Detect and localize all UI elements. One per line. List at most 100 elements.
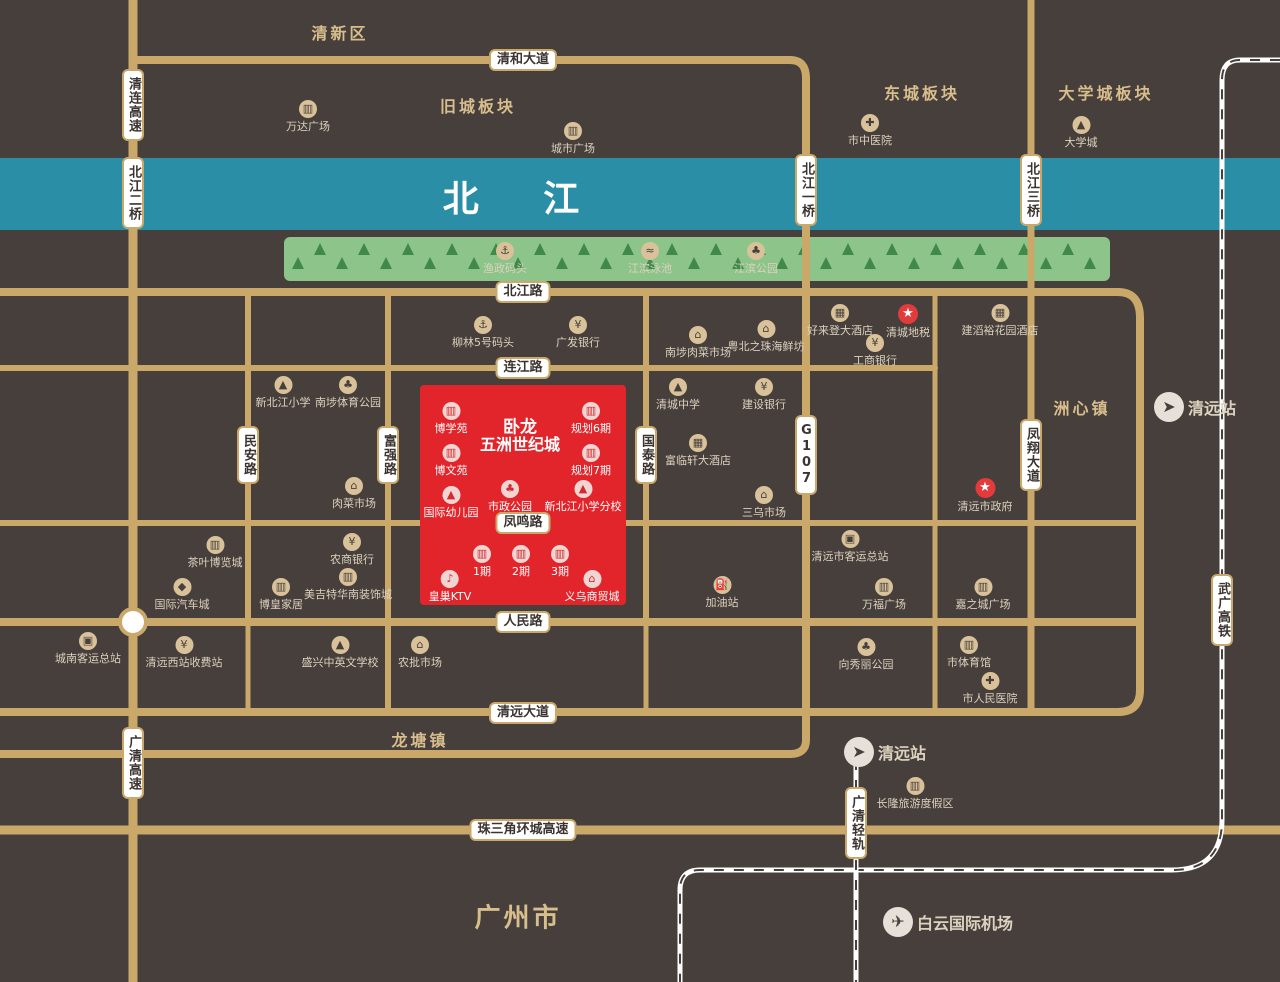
tree-icon <box>468 257 480 269</box>
hotel-icon: ▦ <box>689 434 707 452</box>
road-label: 人民路 <box>495 611 551 633</box>
poi-marker[interactable]: ¥工商银行 <box>853 334 897 367</box>
poi-label: 城南客运总站 <box>55 652 121 665</box>
poi-marker[interactable]: ♣市政公园 <box>488 480 532 513</box>
poi-marker[interactable]: ▣清远市客运总站 <box>812 530 889 563</box>
poi-marker[interactable]: ▥博文苑 <box>435 444 468 477</box>
poi-marker[interactable]: ♣向秀丽公园 <box>839 638 894 671</box>
car-icon: ◆ <box>173 578 191 596</box>
poi-marker[interactable]: ▥博皇家居 <box>259 578 303 611</box>
hotel-icon: ▦ <box>991 304 1009 322</box>
poi-marker[interactable]: ◆国际汽车城 <box>155 578 210 611</box>
station-marker[interactable]: ✈白云国际机场 <box>882 907 1013 937</box>
road-qinghe-avenue <box>0 56 810 758</box>
tree-icon <box>820 257 832 269</box>
building-icon: ▥ <box>551 545 569 563</box>
tree-icon <box>688 257 700 269</box>
poi-marker[interactable]: ⌂南埗肉菜市场 <box>665 326 731 359</box>
poi-marker[interactable]: ▲ 清城中学 <box>656 378 700 411</box>
poi-marker[interactable]: ▥市体育馆 <box>947 636 991 669</box>
poi-marker[interactable]: ⌂义乌商贸城 <box>565 570 620 603</box>
bank-icon: ¥ <box>866 334 884 352</box>
poi-marker[interactable]: ⛽加油站 <box>706 576 739 609</box>
station-marker[interactable]: ➤清远站 <box>843 737 926 767</box>
building-icon: ▥ <box>299 100 317 118</box>
poi-marker[interactable]: ▦富临轩大酒店 <box>665 434 731 467</box>
poi-marker[interactable]: ▲新北江小学分校 <box>545 480 622 513</box>
poi-marker[interactable]: ▥长隆旅游度假区 <box>877 777 954 810</box>
road-label: 凤鸣路 <box>495 512 551 534</box>
poi-marker[interactable]: ▥茶叶博览城 <box>188 536 243 569</box>
poi-marker[interactable]: ⌂三乌市场 <box>742 486 786 519</box>
poi-marker[interactable]: ▲盛兴中英文学校 <box>302 636 379 669</box>
bank-icon: ¥ <box>175 636 193 654</box>
school-icon: ▲ <box>669 378 687 396</box>
poi-label: 加油站 <box>705 596 739 609</box>
district-label: 广州市 <box>474 903 562 934</box>
tree-icon <box>446 243 458 255</box>
poi-marker[interactable]: ▥规划7期 <box>571 444 611 477</box>
poi-marker[interactable]: ▣城南客运总站 <box>55 632 121 665</box>
tree-icon <box>534 243 546 255</box>
poi-marker[interactable]: ♣南埗体育公园 <box>315 376 381 409</box>
tree-icon <box>380 257 392 269</box>
road-label: 北江一桥 <box>795 154 817 226</box>
poi-marker[interactable]: ¥农商银行 <box>330 533 374 566</box>
poi-marker[interactable]: ⌂农批市场 <box>398 636 442 669</box>
road-label: 北江三桥 <box>1020 154 1042 226</box>
poi-marker[interactable]: ▦建滔裕花园酒店 <box>962 304 1039 337</box>
tree-icon <box>512 257 524 269</box>
poi-marker[interactable]: ▥ 3期 <box>551 545 569 578</box>
poi-marker[interactable]: ✚市人民医院 <box>963 672 1018 705</box>
poi-marker[interactable]: ¥清远西站收费站 <box>146 636 223 669</box>
poi-marker[interactable]: ▥城市广场 <box>551 122 595 155</box>
river-beijiang <box>0 158 1280 230</box>
poi-marker[interactable]: ★清远市政府 <box>958 478 1013 513</box>
tree-icon <box>908 257 920 269</box>
poi-marker[interactable]: ★清城地税 <box>886 304 930 339</box>
road-label: 广清轻轨 <box>845 787 867 859</box>
poi-marker[interactable]: ▥1期 <box>473 545 491 578</box>
poi-marker[interactable]: ♪皇巢KTV <box>429 570 471 603</box>
poi-label: 城市广场 <box>551 142 595 155</box>
poi-marker[interactable]: ¥建设银行 <box>742 378 786 411</box>
poi-label: 市中医院 <box>848 134 892 147</box>
poi-marker[interactable]: ⌂肉菜市场 <box>332 477 376 510</box>
project-area[interactable] <box>420 385 626 605</box>
poi-label: 清城中学 <box>656 398 700 411</box>
poi-marker[interactable]: ▥万达广场 <box>286 100 330 133</box>
poi-marker[interactable]: ▲新北江小学 <box>256 376 311 409</box>
poi-label: 3期 <box>551 565 569 578</box>
poi-marker[interactable]: ⚓柳林5号码头 <box>452 316 514 349</box>
district-label: 东城板块 <box>883 84 961 103</box>
poi-marker[interactable]: ▥2期 <box>512 545 530 578</box>
poi-marker[interactable]: ▥博学苑 <box>435 402 468 435</box>
building-icon: ▥ <box>960 636 978 654</box>
tree-icon <box>314 243 326 255</box>
road-label: 清连高速 <box>122 69 144 141</box>
poi-marker[interactable]: ▥美吉特华南装饰城 <box>304 568 392 601</box>
poi-marker[interactable]: ▥规划6期 <box>571 402 611 435</box>
poi-marker[interactable]: ▲大学城 <box>1065 116 1098 149</box>
tree-icon <box>556 257 568 269</box>
poi-marker[interactable]: ▥万福广场 <box>862 578 906 611</box>
poi-marker[interactable]: ▲国际幼儿园 <box>424 486 479 519</box>
poi-label: 茶叶博览城 <box>187 556 243 569</box>
tree-icon <box>974 243 986 255</box>
road-label: 民安路 <box>237 426 259 484</box>
poi-marker[interactable]: ▦好来登大酒店 <box>807 304 873 337</box>
poi-marker[interactable]: ✚市中医院 <box>848 114 892 147</box>
poi-marker[interactable]: ▥嘉之城广场 <box>956 578 1011 611</box>
road-beijiang-road <box>0 288 1144 716</box>
poi-marker[interactable]: ¥广发银行 <box>556 316 600 349</box>
poi-marker[interactable]: ≈江滨泳池 <box>628 242 672 275</box>
building-icon: ▥ <box>875 578 893 596</box>
bank-icon: ¥ <box>755 378 773 396</box>
station-marker[interactable]: 清远站➤ <box>1153 392 1236 422</box>
tree-icon <box>864 257 876 269</box>
district-label: 龙塘镇 <box>391 731 449 750</box>
poi-marker[interactable]: ⚓渔政码头 <box>483 242 527 275</box>
poi-marker[interactable]: ⌂粤北之珠海鲜坊 <box>728 320 805 353</box>
poi-marker[interactable]: ♣江滨公园 <box>734 242 778 275</box>
